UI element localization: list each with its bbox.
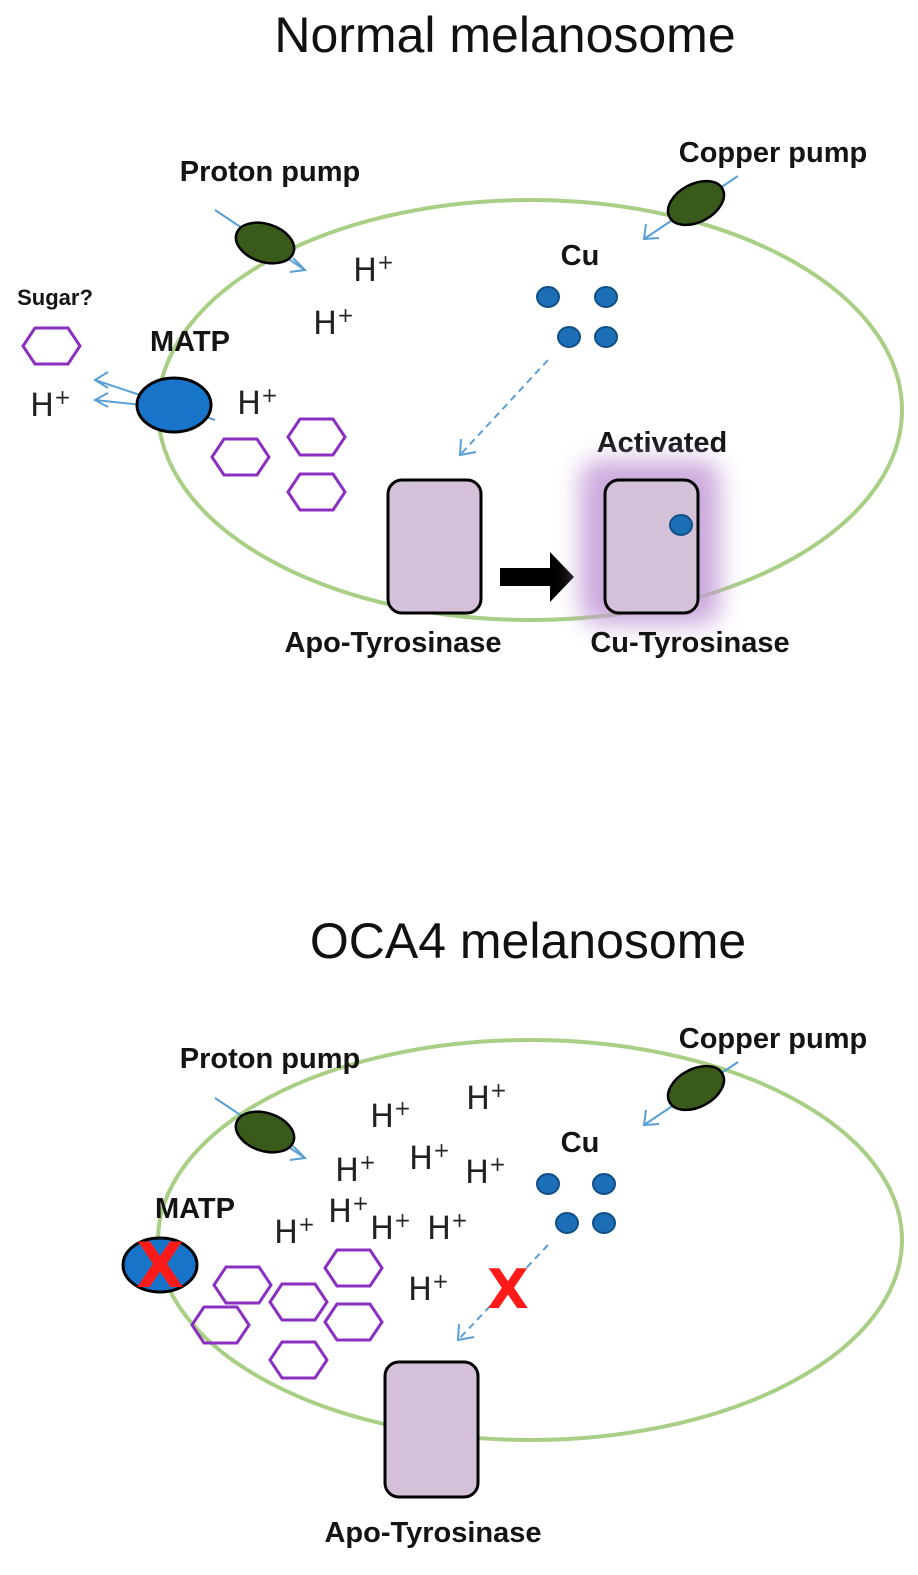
proton-ion: H+ xyxy=(335,1150,376,1189)
matp-label: MATP xyxy=(155,1193,235,1225)
proton-pump xyxy=(234,221,296,265)
cu-tyrosinase xyxy=(603,478,700,615)
panel-title: Normal melanosome xyxy=(274,7,735,63)
copper-ion xyxy=(592,1173,616,1195)
copper-ion xyxy=(594,286,618,308)
melanosome-membrane xyxy=(156,1038,904,1442)
sugar-molecule xyxy=(210,437,271,477)
copper-ion xyxy=(557,326,581,348)
sugar-molecule xyxy=(286,472,347,512)
proton-ion: H+ xyxy=(353,250,394,289)
blocked-transfer-mark: X xyxy=(487,1258,529,1321)
bound-copper-ion xyxy=(669,514,693,536)
proton-ion: H+ xyxy=(274,1212,315,1251)
matp-transporter-defective xyxy=(121,1236,199,1294)
apo-tyrosinase xyxy=(383,1360,480,1499)
proton-accumulation: H+ H+ H+ H+ H+ H+ H+ H+ H+ H+ xyxy=(274,1078,507,1308)
proton-ion: H+ xyxy=(409,1138,450,1177)
normal-melanosome-panel: Normal melanosome Proton pump Copper pum… xyxy=(17,7,904,659)
proton-ion: H+ xyxy=(328,1191,369,1230)
copper-transfer-arrowhead xyxy=(456,1323,475,1342)
sugar-molecule xyxy=(190,1305,251,1345)
copper-transfer-arrow xyxy=(457,1244,549,1341)
activated-label: Activated xyxy=(597,427,728,459)
sugar-molecule xyxy=(286,417,347,457)
proton-pump-label: Proton pump xyxy=(180,1043,360,1075)
oca4-melanosome-panel: OCA4 melanosome Proton pump Copper pump … xyxy=(121,913,904,1549)
activation-arrow xyxy=(500,552,574,602)
sugar-molecule xyxy=(21,326,82,366)
copper-pump-label: Copper pump xyxy=(679,137,868,169)
sugar-molecule xyxy=(212,1265,273,1305)
matp-transporter xyxy=(135,376,213,434)
copper-ion xyxy=(536,286,560,308)
copper-ion xyxy=(592,1212,616,1234)
copper-pump-label: Copper pump xyxy=(679,1023,868,1055)
proton-ion: H+ xyxy=(313,303,354,342)
copper-ion xyxy=(536,1173,560,1195)
copper-transfer-arrow xyxy=(459,359,549,456)
apo-tyrosinase-label: Apo-Tyrosinase xyxy=(324,1517,541,1549)
cu-label: Cu xyxy=(561,1127,600,1159)
sugar-molecule xyxy=(323,1302,384,1342)
copper-ions xyxy=(536,1173,616,1234)
sugar-cluster xyxy=(210,417,347,512)
apo-tyrosinase xyxy=(386,478,483,615)
cu-label: Cu xyxy=(561,240,600,272)
proton-ion: H+ xyxy=(237,383,278,422)
sugar-cluster xyxy=(190,1248,384,1380)
copper-ions xyxy=(536,286,618,348)
proton-ion: H+ xyxy=(30,385,71,424)
sugar-label: Sugar? xyxy=(17,285,93,310)
copper-pump xyxy=(666,179,726,227)
proton-ion: H+ xyxy=(370,1208,411,1247)
proton-pump-label: Proton pump xyxy=(180,156,360,188)
panel-title: OCA4 melanosome xyxy=(310,913,746,969)
copper-pump xyxy=(666,1064,726,1112)
cu-tyrosinase-label: Cu-Tyrosinase xyxy=(590,627,789,659)
proton-ion: H+ xyxy=(427,1208,468,1247)
sugar-molecule xyxy=(323,1248,384,1288)
copper-transfer-arrowhead xyxy=(458,438,477,457)
proton-ion: H+ xyxy=(466,1078,507,1117)
matp-defect-mark: X xyxy=(136,1229,184,1302)
apo-tyrosinase-label: Apo-Tyrosinase xyxy=(284,627,501,659)
copper-ion xyxy=(594,326,618,348)
proton-ion: H+ xyxy=(370,1096,411,1135)
sugar-molecule xyxy=(268,1340,329,1380)
proton-pump xyxy=(234,1110,296,1154)
proton-ion: H+ xyxy=(408,1269,449,1308)
copper-ion xyxy=(555,1212,579,1234)
proton-ion: H+ xyxy=(465,1152,506,1191)
matp-label: MATP xyxy=(150,326,230,358)
sugar-molecule xyxy=(268,1282,329,1322)
